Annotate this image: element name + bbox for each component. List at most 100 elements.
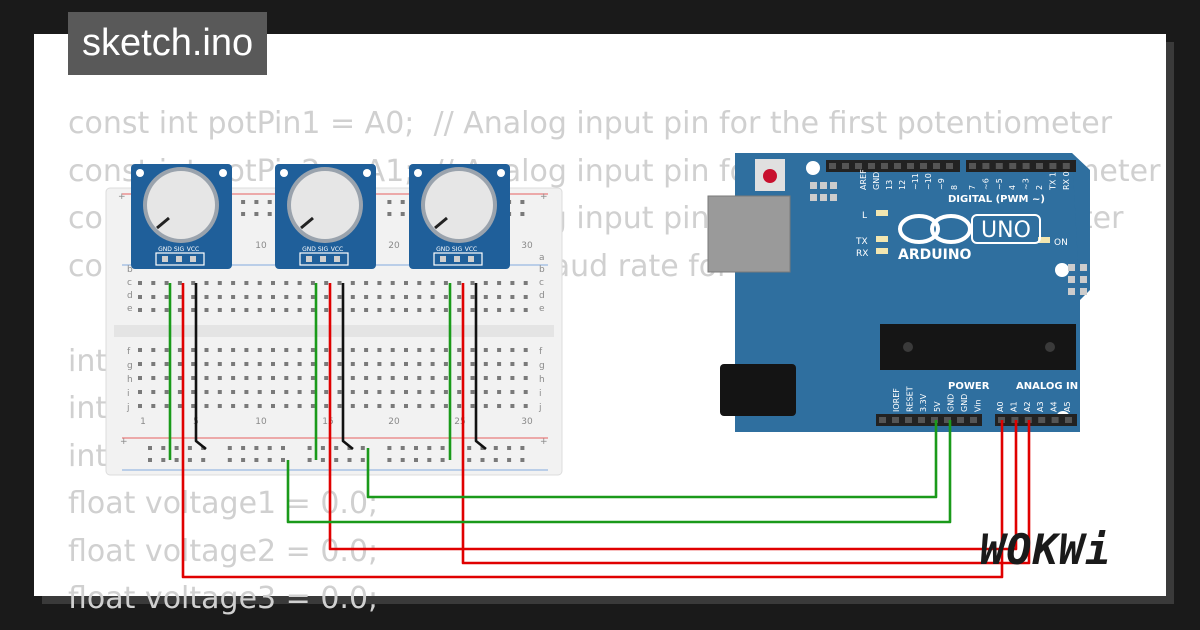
terminal-hole <box>271 390 275 394</box>
power-pin-label: 5V <box>933 401 942 412</box>
terminal-hole <box>417 362 422 366</box>
terminal-hole <box>231 362 236 366</box>
terminal-hole <box>191 404 196 408</box>
row-letter: e <box>539 304 545 314</box>
pot-pin <box>440 256 446 262</box>
wire-gnd-rail <box>286 420 952 524</box>
digital-pin-label: 12 <box>898 180 907 190</box>
terminal-hole <box>337 308 342 312</box>
pot-knob <box>425 171 493 239</box>
terminal-hole <box>151 404 156 408</box>
terminal-hole <box>191 362 196 366</box>
rail-hole <box>507 446 512 450</box>
usb-connector <box>707 195 791 273</box>
terminal-hole <box>297 281 302 285</box>
digital-pin-label: ~10 <box>924 173 933 190</box>
terminal-hole <box>204 362 209 366</box>
terminal-hole <box>430 295 435 299</box>
terminal-hole <box>470 362 475 366</box>
wire-pot3-sig <box>461 283 1031 565</box>
terminal-hole <box>523 362 528 366</box>
terminal-hole <box>271 376 275 380</box>
rail-hole <box>267 200 272 204</box>
header-pin <box>1065 417 1072 423</box>
column-number: 30 <box>521 241 533 251</box>
rail-hole <box>187 446 192 450</box>
terminal-hole <box>177 348 182 352</box>
header-pin <box>920 163 927 169</box>
led <box>876 248 888 254</box>
terminal-hole <box>364 376 369 380</box>
terminal-hole <box>523 348 528 352</box>
terminal-hole <box>297 376 302 380</box>
terminal-hole <box>231 308 236 312</box>
terminal-hole <box>177 376 182 380</box>
terminal-hole <box>310 362 315 366</box>
terminal-hole <box>164 281 169 285</box>
terminal-hole <box>244 390 249 394</box>
chip-notch <box>903 342 913 352</box>
terminal-hole <box>377 295 382 299</box>
rail-hole <box>387 458 392 462</box>
digital-pin-label: ~3 <box>1022 178 1031 190</box>
terminal-hole <box>310 376 315 380</box>
rail-hole <box>414 458 418 462</box>
header-pin <box>957 417 964 423</box>
terminal-hole <box>217 281 222 285</box>
terminal-hole <box>377 362 382 366</box>
rail-hole <box>360 446 365 450</box>
terminal-hole <box>417 308 422 312</box>
rail-hole <box>387 212 392 216</box>
terminal-hole <box>523 376 528 380</box>
rail-hole <box>520 200 525 204</box>
terminal-hole <box>510 404 515 408</box>
terminal-hole <box>151 376 156 380</box>
pot-pin-label: GND <box>302 246 316 253</box>
terminal-hole <box>443 404 448 408</box>
terminal-hole <box>177 295 182 299</box>
rail-hole <box>480 446 485 450</box>
rail-hole <box>281 446 285 450</box>
terminal-hole <box>138 376 142 380</box>
icsp-pin <box>1080 288 1087 295</box>
pot-pin <box>454 256 460 262</box>
column-number: 10 <box>255 417 267 427</box>
power-header <box>876 414 982 426</box>
terminal-hole <box>151 308 156 312</box>
digital-header-right <box>966 160 1076 172</box>
rail-hole <box>281 458 285 462</box>
digital-pin-label: AREF <box>859 169 868 190</box>
power-jack <box>720 364 796 416</box>
terminal-hole <box>217 348 222 352</box>
terminal-hole <box>430 362 435 366</box>
rail-hole <box>241 446 246 450</box>
rail-hole <box>241 458 246 462</box>
rail-hole <box>400 458 405 462</box>
terminal-hole <box>364 295 369 299</box>
terminal-hole <box>191 281 196 285</box>
rail-hole <box>467 458 472 462</box>
header-pin <box>918 417 925 423</box>
wokwi-logo: WOKWi <box>980 525 1112 574</box>
terminal-hole <box>350 348 355 352</box>
terminal-hole <box>510 308 515 312</box>
terminal-hole <box>204 376 209 380</box>
digital-pin-label: 7 <box>968 185 977 190</box>
pot-pin-label: SIG <box>318 246 329 253</box>
terminal-hole <box>390 295 395 299</box>
rail-hole <box>520 446 525 450</box>
terminal-hole <box>404 295 408 299</box>
terminal-hole <box>337 404 342 408</box>
terminal-hole <box>510 390 515 394</box>
terminal-hole <box>324 404 329 408</box>
rail-hole <box>334 458 339 462</box>
digital-pin-label: ~11 <box>911 173 920 190</box>
terminal-hole <box>497 295 502 299</box>
terminal-hole <box>430 376 435 380</box>
terminal-hole <box>404 308 408 312</box>
